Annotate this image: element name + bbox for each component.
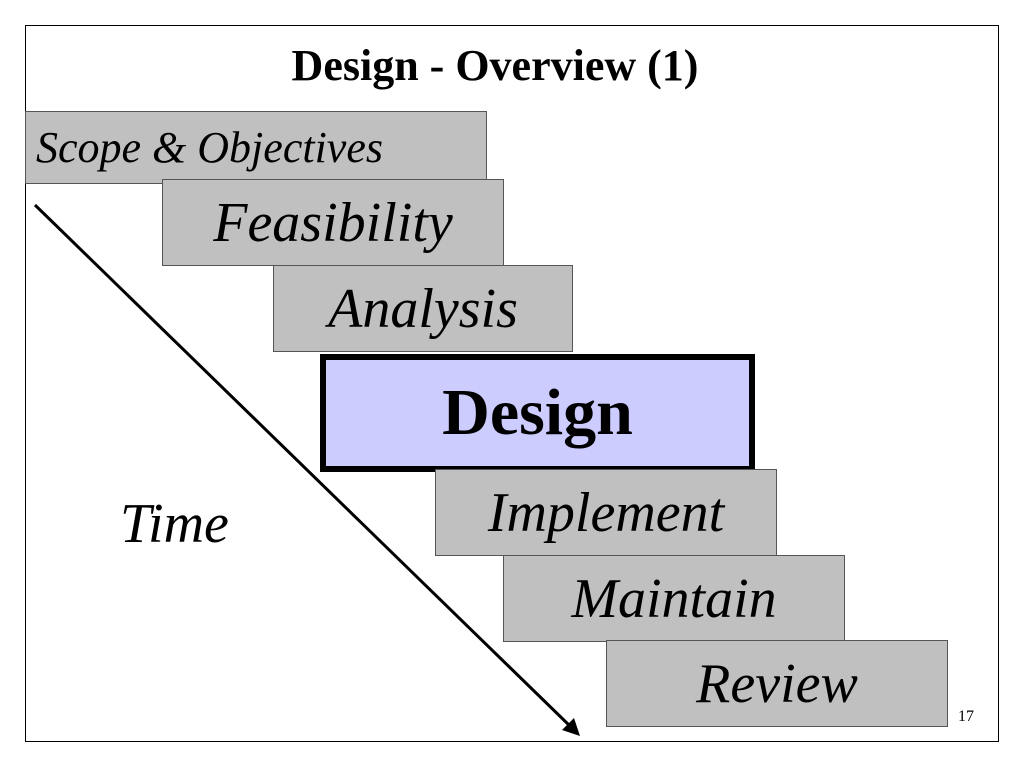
page-number: 17 (958, 708, 974, 725)
phase-implement: Implement (435, 469, 777, 556)
phase-scope-objectives: Scope & Objectives (25, 111, 487, 184)
slide-frame (25, 25, 999, 742)
time-label: Time (120, 493, 229, 555)
phase-feasibility: Feasibility (162, 179, 504, 266)
phase-design-current: Design (320, 354, 755, 472)
phase-review: Review (606, 640, 948, 727)
phase-analysis: Analysis (273, 265, 573, 352)
slide-title: Design - Overview (1) (291, 41, 699, 90)
phase-maintain: Maintain (503, 555, 845, 642)
